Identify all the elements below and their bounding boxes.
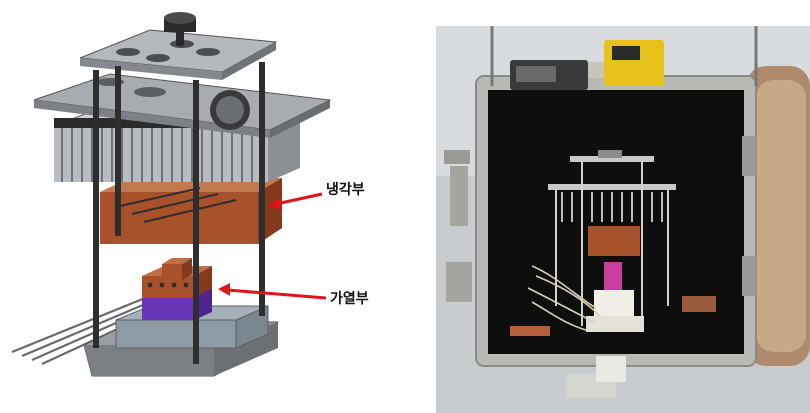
top-instruments (490, 26, 758, 90)
support-rods (93, 62, 265, 364)
callout-arrows (218, 192, 327, 300)
cooling-section-label: 냉각부 (326, 182, 365, 198)
rig-in-chamber (510, 150, 716, 336)
cad-rendering (11, 12, 332, 377)
chamber-photo (436, 26, 810, 413)
top-plate (79, 12, 278, 80)
chamber-wiring (527, 265, 601, 331)
cooling-copper (100, 178, 282, 244)
heating-copper (142, 258, 212, 298)
heating-section-label: 가열부 (330, 291, 369, 307)
